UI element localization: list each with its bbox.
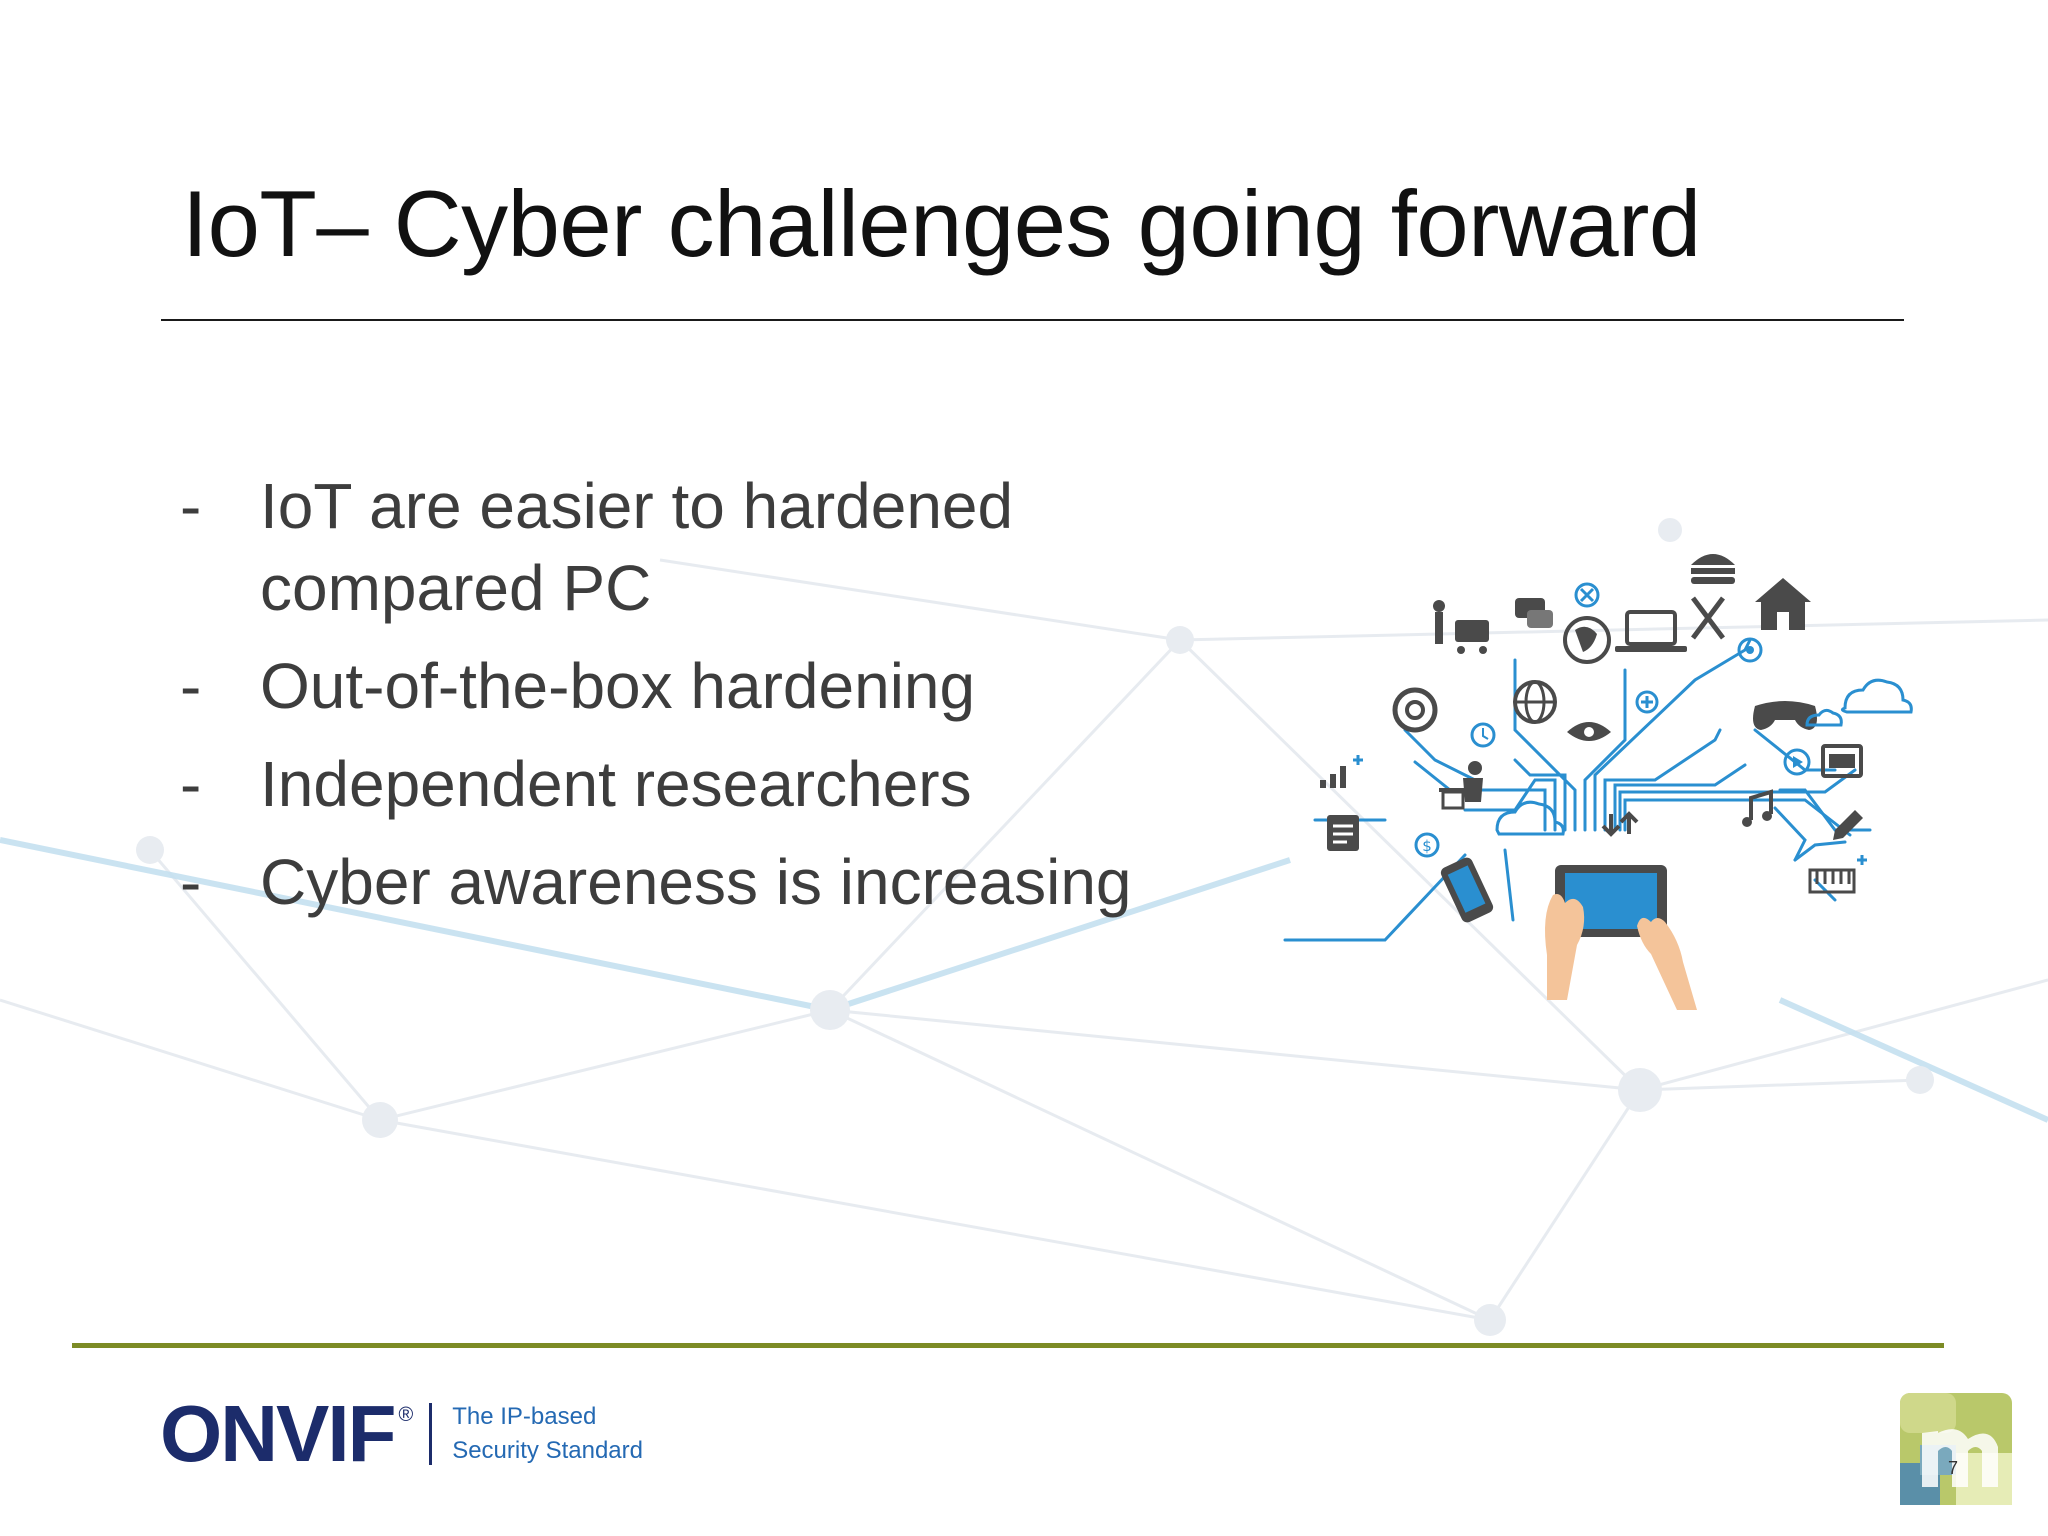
smartphone-icon [1440, 857, 1494, 923]
bullet-text: Cyber awareness is increasing [260, 846, 1132, 918]
logo-separator [429, 1403, 433, 1465]
slide-title: IoT– Cyber challenges going forward [182, 171, 1701, 276]
onvif-logo: ONVIF ® The IP-based Security Standard [160, 1384, 643, 1484]
office-worker-icon [1439, 761, 1483, 810]
clock-icon [1470, 722, 1496, 748]
home-icon [1755, 578, 1811, 630]
cloud-icon [1805, 678, 1913, 727]
film-icon [1821, 744, 1863, 778]
cloud-icon [1495, 800, 1565, 836]
shopping-cart-icon [1433, 600, 1489, 654]
tagline-line-1: The IP-based [452, 1403, 597, 1430]
svg-text:$: $ [1422, 837, 1432, 855]
footer-divider [72, 1343, 1944, 1348]
fork-knife-icon [1691, 596, 1725, 640]
brand-badge-icon [1900, 1393, 2012, 1505]
worldwide-icon [1513, 680, 1557, 724]
logo-tagline: The IP-based Security Standard [452, 1400, 643, 1468]
bullet-text: Out-of-the-box hardening [260, 650, 976, 722]
bullet-marker: - [180, 748, 202, 820]
logo-wordmark: ONVIF [160, 1389, 396, 1478]
bullet-item: - Cyber awareness is increasing [180, 841, 1280, 923]
music-note-icon [1742, 789, 1773, 827]
pencil-icon [1833, 810, 1863, 840]
bullet-item: - Out-of-the-box hardening [180, 645, 1280, 727]
eye-icon [1567, 722, 1611, 741]
upload-download-icon [1601, 811, 1639, 837]
bullet-marker: - [180, 650, 202, 722]
iot-network-illustration: $ [1283, 554, 1913, 1010]
bullet-item: - Independent researchers [180, 743, 1280, 825]
bullet-list: - IoT are easier to hardened compared PC… [180, 465, 1280, 939]
chat-icon [1515, 598, 1553, 628]
bullet-marker: - [180, 846, 202, 918]
dollar-icon: $ [1414, 832, 1440, 858]
title-divider [161, 319, 1904, 321]
tagline-line-2: Security Standard [452, 1437, 643, 1464]
plus-circle-icon [1635, 690, 1659, 714]
target-icon [1737, 637, 1763, 663]
globe-icon [1563, 616, 1611, 664]
bar-chart-icon [1320, 755, 1363, 788]
laptop-icon [1615, 610, 1687, 652]
play-icon [1783, 748, 1811, 776]
bullet-item: - IoT are easier to hardened compared PC [180, 465, 1280, 629]
registered-mark: ® [398, 1404, 414, 1426]
hands-icon [1545, 894, 1697, 1010]
piano-icon [1808, 855, 1867, 894]
document-icon [1327, 815, 1359, 851]
burger-icon [1691, 554, 1735, 584]
bullet-text: Independent researchers [260, 748, 972, 820]
x-circle-icon [1574, 582, 1600, 608]
at-icon [1392, 687, 1438, 733]
page-number: 7 [1948, 1458, 1959, 1478]
bullet-marker: - [180, 470, 202, 542]
gamepad-icon [1753, 701, 1817, 730]
bullet-text: IoT are easier to hardened compared PC [260, 470, 1014, 624]
